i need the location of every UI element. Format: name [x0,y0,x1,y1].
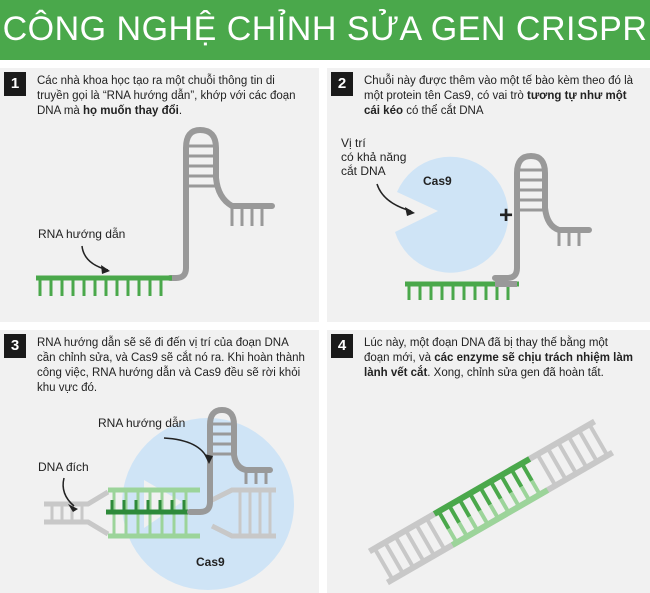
page-title: CÔNG NGHỆ CHỈNH SỬA GEN CRISPR [2,10,648,48]
step-1-text-bold: họ muốn thay đổi [83,105,179,117]
target-dna-label: DNA đích [38,460,89,474]
step-2-text-c: có thể cắt DNA [403,105,484,117]
step-1-text: Các nhà khoa học tạo ra một chuỗi thông … [37,74,307,119]
header-banner: CÔNG NGHỆ CHỈNH SỬA GEN CRISPR [0,0,650,60]
repaired-dna-diagram [367,418,615,586]
guide-rna-diagram-1 [36,126,275,296]
step-2-text-bold: tương tự như một cái kéo [364,90,627,117]
step-number-badge: 1 [4,72,26,96]
step-4-text-bold: các enzyme sẽ chịu trách nhiệm làm lành … [364,352,633,379]
step-4-text-a: Lúc này, một đoạn DNA đã bị thay thế bằn… [364,337,608,364]
cas9-label: Cas9 [196,555,225,569]
panel-step-4: 4 Lúc này, một đoạn DNA đã bị thay thế b… [327,330,650,593]
step-4-text: Lúc này, một đoạn DNA đã bị thay thế bằn… [364,336,634,381]
plus-sign: + [499,202,514,229]
cas9-and-rna-diagram [376,152,592,300]
step-2-text-a: Chuỗi này được thêm vào một tế bào kèm t… [364,75,634,102]
dna-cut-diagram [44,406,294,590]
step-2-text: Chuỗi này được thêm vào một tế bào kèm t… [364,74,634,119]
step-3-text-a: RNA hướng dẫn sẽ sẽ đi đến vị trí của đo… [37,337,305,394]
step-number-badge: 2 [331,72,353,96]
rna-label: RNA hướng dẫn [98,416,186,430]
step-1-text-a: Các nhà khoa học tạo ra một chuỗi thông … [37,75,296,117]
panel-step-3: 3 RNA hướng dẫn sẽ sẽ đi đến vị trí của … [0,330,319,593]
cas9-label: Cas9 [423,174,452,188]
step-3-text: RNA hướng dẫn sẽ sẽ đi đến vị trí của đo… [37,336,307,396]
cas9-shape [395,156,509,273]
step-1-text-c: . [178,105,183,117]
site-label-3: cắt DNA [341,164,386,178]
rna-label: RNA hướng dẫn [38,227,126,241]
site-label-2: có khả năng [341,150,407,164]
rna-teeth [38,278,163,296]
site-label-1: Vị trí [341,136,366,150]
step-number-badge: 4 [331,334,353,358]
step-number-badge: 3 [4,334,26,358]
step-4-text-c: . Xong, chỉnh sửa gen đã hoàn tất. [427,367,604,379]
panel-step-1: 1 Các nhà khoa học tạo ra một chuỗi thôn… [0,68,319,322]
panel-step-2: 2 Chuỗi này được thêm vào một tế bào kèm… [327,68,650,322]
